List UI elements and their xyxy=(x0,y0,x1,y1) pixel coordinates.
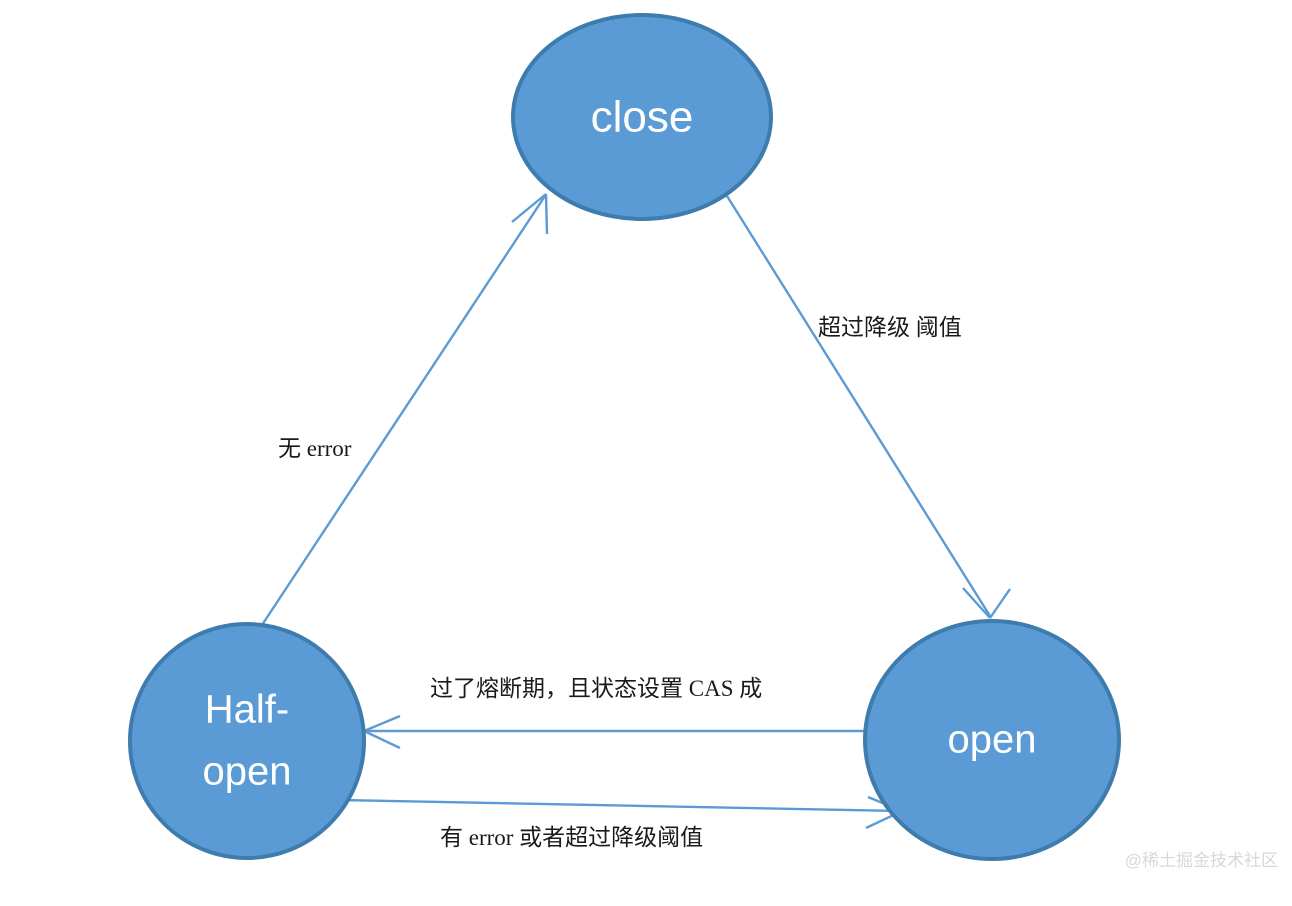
node-open-shape xyxy=(863,619,1121,861)
edge-half-open-to-open[interactable] xyxy=(337,795,903,830)
node-half-open[interactable]: Half- open xyxy=(128,622,366,860)
node-close[interactable]: close xyxy=(511,13,773,221)
edge-half-open-to-close[interactable] xyxy=(260,193,549,626)
edge-close-to-open[interactable] xyxy=(725,195,1011,619)
edge-open-to-half-open[interactable] xyxy=(363,714,868,750)
edge-line-half-open-to-open xyxy=(337,798,901,813)
node-open[interactable]: open xyxy=(863,619,1121,861)
node-open-label: open xyxy=(948,718,1037,762)
node-half-open-label-line2: open xyxy=(203,750,292,794)
watermark: @稀土掘金技术社区 xyxy=(1125,851,1278,870)
node-half-open-shape xyxy=(128,622,366,860)
arrowhead-open-top xyxy=(962,587,1011,619)
arrowhead-close-bottom-left xyxy=(511,193,549,235)
node-close-shape xyxy=(511,13,773,221)
arrowhead-half-open-right xyxy=(363,714,401,750)
edge-label-close-to-open: 超过降级 阈值 xyxy=(818,315,962,340)
edge-label-half-open-to-open: 有 error 或者超过降级阈值 xyxy=(440,825,703,850)
edge-line-close-to-open xyxy=(725,195,992,617)
node-close-label: close xyxy=(591,93,694,142)
edge-label-open-to-half-open: 过了熔断期，且状态设置 CAS 成 xyxy=(430,676,762,701)
edge-line-half-open-to-close xyxy=(260,195,547,626)
edge-label-half-open-to-close: 无 error xyxy=(278,436,352,461)
node-half-open-label-line1: Half- xyxy=(205,688,289,732)
